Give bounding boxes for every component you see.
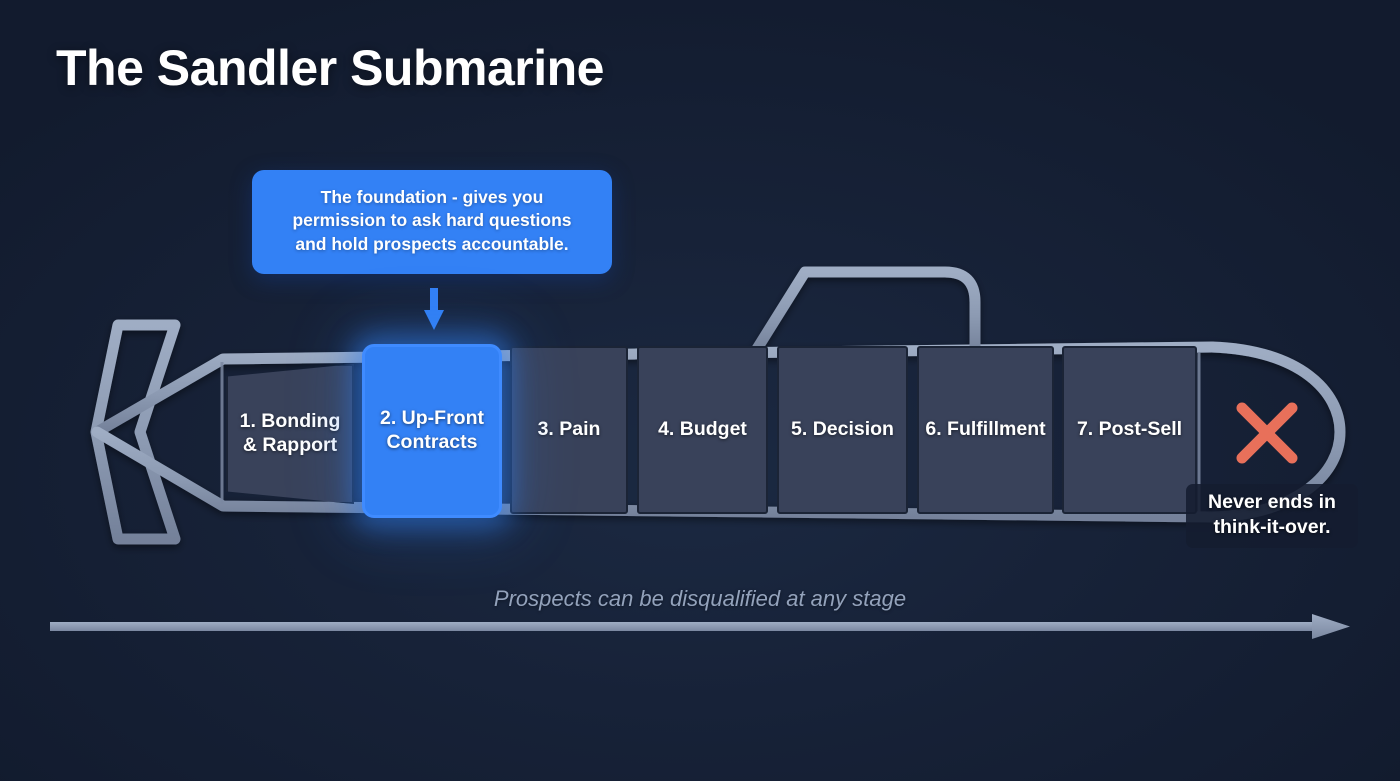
stage-4-label-line1: 4. Budget xyxy=(658,418,747,441)
stage-5-label: 5. Decision xyxy=(791,418,894,442)
stage-box-6[interactable]: 6. Fulfillment xyxy=(917,346,1054,514)
stage-box-2[interactable]: 2. Up-Front Contracts xyxy=(362,344,502,518)
stage-2-label: 2. Up-Front Contracts xyxy=(380,407,484,455)
callout-line1: The foundation - gives you xyxy=(320,187,544,207)
conning-tower xyxy=(749,266,981,358)
never-ends-line1: Never ends in xyxy=(1208,491,1336,513)
stage-3-label-line1: 3. Pain xyxy=(537,418,601,441)
stage-box-3[interactable]: 3. Pain xyxy=(510,346,628,514)
never-ends-line2: think-it-over. xyxy=(1213,515,1331,538)
stage-1-label-line1: 1. Bonding xyxy=(239,410,341,433)
arrow-down-icon xyxy=(424,288,444,330)
footer-caption: Prospects can be disqualified at any sta… xyxy=(493,586,907,611)
never-ends-label: Never ends in think-it-over. xyxy=(1186,484,1358,548)
callout-line2: permission to ask hard questions xyxy=(292,210,572,231)
x-mark-icon xyxy=(1236,402,1298,464)
stage-box-5[interactable]: 5. Decision xyxy=(777,346,908,514)
stage-1-label: 1. Bonding & Rapport xyxy=(240,410,341,458)
stage-7-label-line1: 7. Post-Sell xyxy=(1076,418,1183,441)
stage-2-label-line1: 2. Up-Front xyxy=(380,407,484,430)
stage-box-7[interactable]: 7. Post-Sell xyxy=(1062,346,1197,514)
stage-5-label-line1: 5. Decision xyxy=(791,418,894,441)
stage-4-label: 4. Budget xyxy=(658,418,747,442)
callout-line3: and hold prospects accountable. xyxy=(295,233,569,254)
callout-tooltip: The foundation - gives you permission to… xyxy=(252,170,612,275)
stage-7-label: 7. Post-Sell xyxy=(1077,418,1182,442)
stage-box-1[interactable]: 1. Bonding & Rapport xyxy=(226,364,354,504)
stage-2-label-line2: Contracts xyxy=(386,431,478,453)
page-title: The Sandler Submarine xyxy=(56,40,604,96)
stage-3-label: 3. Pain xyxy=(538,418,601,442)
stage-6-label-line1: 6. Fulfillment xyxy=(925,418,1046,441)
stage-box-4[interactable]: 4. Budget xyxy=(637,346,768,514)
stage-6-label: 6. Fulfillment xyxy=(925,418,1045,442)
stage-1-label-line2: & Rapport xyxy=(242,434,338,456)
arrow-right-icon xyxy=(50,614,1350,639)
